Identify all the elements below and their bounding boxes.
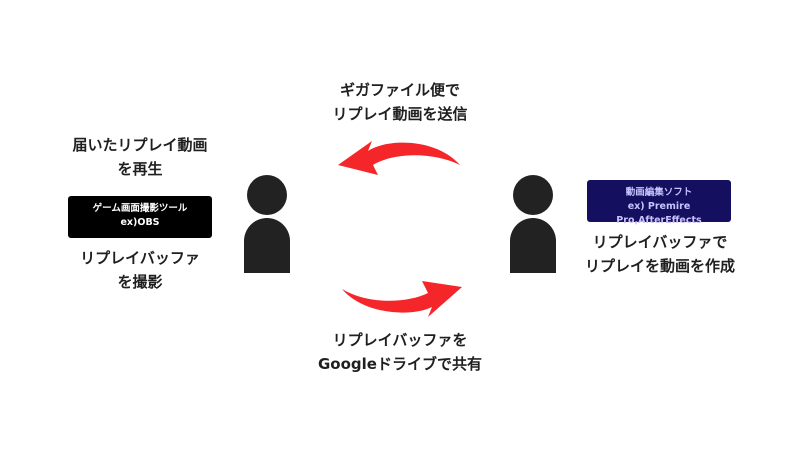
create-video-label: リプレイバッファで リプレイを動画を作成 (565, 230, 755, 278)
capture-tool-name: ゲーム画面撮影ツール (92, 203, 188, 214)
editing-software-name: 動画編集ソフト (625, 187, 693, 198)
editing-software-example: ex) Premire Pro,AfterEffects (616, 201, 702, 226)
create-video-label-line1: リプレイバッファで (592, 233, 728, 251)
capture-tool-box: ゲーム画面撮影ツール ex)OBS (68, 196, 212, 238)
person-icon (510, 175, 556, 275)
person-body (244, 218, 290, 273)
record-buffer-label-line1: リプレイバッファ (80, 249, 200, 267)
arrow-right-curved-icon (342, 281, 462, 317)
record-buffer-label-line2: を撮影 (117, 273, 163, 291)
share-buffer-label-line2: Googleドライブで共有 (318, 355, 482, 373)
share-buffer-label-line1: リプレイバッファを (332, 331, 468, 349)
create-video-label-line2: リプレイを動画を作成 (584, 257, 735, 275)
editing-software-box: 動画編集ソフト ex) Premire Pro,AfterEffects (587, 180, 731, 226)
record-buffer-label: リプレイバッファ を撮影 (50, 246, 230, 294)
send-video-label-line1: ギガファイル便で (339, 81, 460, 99)
send-video-label-line2: リプレイ動画を送信 (332, 105, 468, 123)
send-video-label: ギガファイル便で リプレイ動画を送信 (300, 78, 500, 126)
person-icon (244, 175, 290, 275)
play-video-label: 届いたリプレイ動画 を再生 (50, 133, 230, 181)
arrow-left-shape (338, 141, 460, 175)
share-buffer-label: リプレイバッファを Googleドライブで共有 (295, 328, 505, 376)
person-body (510, 218, 556, 273)
arrow-right-shape (342, 281, 462, 317)
play-video-label-line1: 届いたリプレイ動画 (72, 136, 208, 154)
capture-tool-example: ex)OBS (120, 217, 160, 228)
play-video-label-line2: を再生 (117, 160, 163, 178)
person-head (247, 175, 287, 215)
person-head (513, 175, 553, 215)
arrow-left-curved-icon (338, 141, 460, 175)
